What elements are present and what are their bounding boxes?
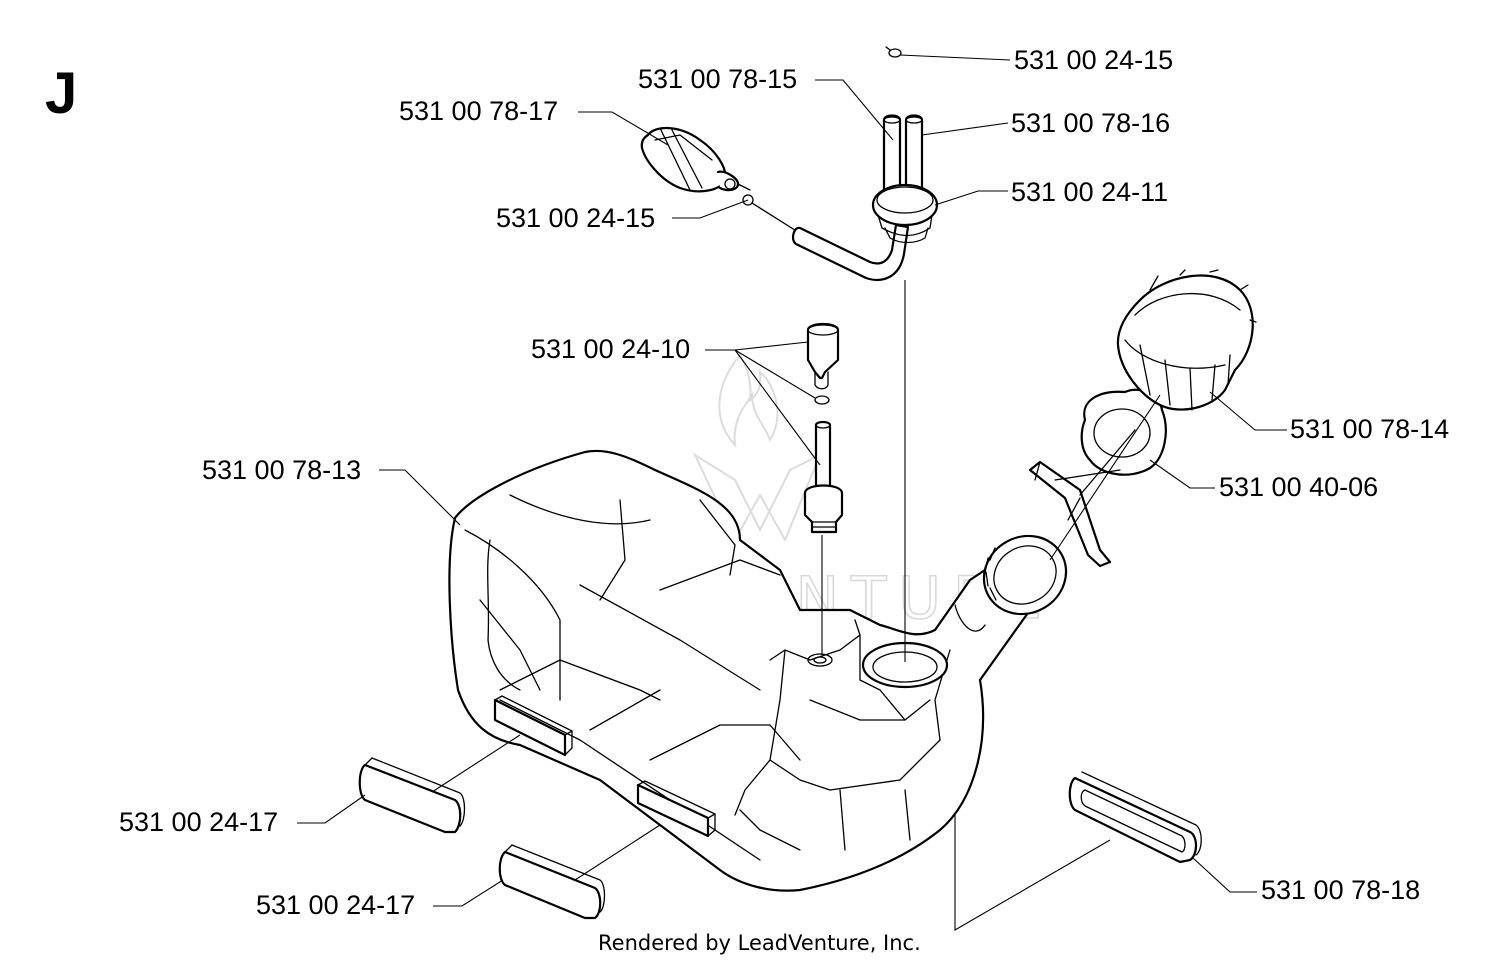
label-filter-clip: 531 00 24-15 [496, 203, 655, 233]
label-grommet: 531 00 24-11 [1011, 177, 1168, 207]
tank-vent-drawing [803, 322, 844, 534]
filter-clip-drawing [742, 194, 799, 233]
fuel-hose-drawing [791, 223, 910, 281]
label-fuel-cap: 531 00 78-14 [1290, 414, 1449, 444]
label-cap-clip-top: 531 00 24-15 [1014, 45, 1173, 75]
gasket-drawing [1080, 388, 1167, 476]
label-tank-vent: 531 00 24-10 [531, 334, 690, 364]
label-return-tube: 531 00 78-16 [1011, 108, 1170, 138]
cap-clip-top-drawing [885, 46, 902, 58]
label-gasket: 531 00 40-06 [1219, 472, 1378, 502]
fuel-filter-drawing [640, 127, 751, 193]
grommet-drawing [871, 114, 939, 244]
fuel-cap-drawing [1116, 269, 1257, 411]
label-breather-tube: 531 00 78-15 [638, 64, 797, 94]
tank-pad-inner-2 [636, 780, 716, 838]
footer-credit: Rendered by LeadVenture, Inc. [598, 931, 921, 955]
label-fuel-tank: 531 00 78-13 [202, 455, 361, 485]
pad-left-front-drawing [358, 757, 466, 834]
label-pad-right: 531 00 78-18 [1261, 875, 1420, 905]
pad-right-drawing [1068, 771, 1202, 864]
section-letter: J [45, 61, 77, 126]
leader-lines [297, 54, 1287, 907]
label-fuel-filter: 531 00 78-17 [399, 96, 558, 126]
tank-pad-inner-1 [493, 695, 573, 757]
label-pad-left-front: 531 00 24-17 [119, 807, 278, 837]
fuel-tank-drawing [448, 449, 1068, 892]
pickup-arm-drawing [1028, 429, 1136, 568]
pad-left-rear-drawing [498, 844, 606, 920]
assembly-lines [431, 280, 1161, 931]
label-pad-left-rear: 531 00 24-17 [256, 890, 415, 920]
